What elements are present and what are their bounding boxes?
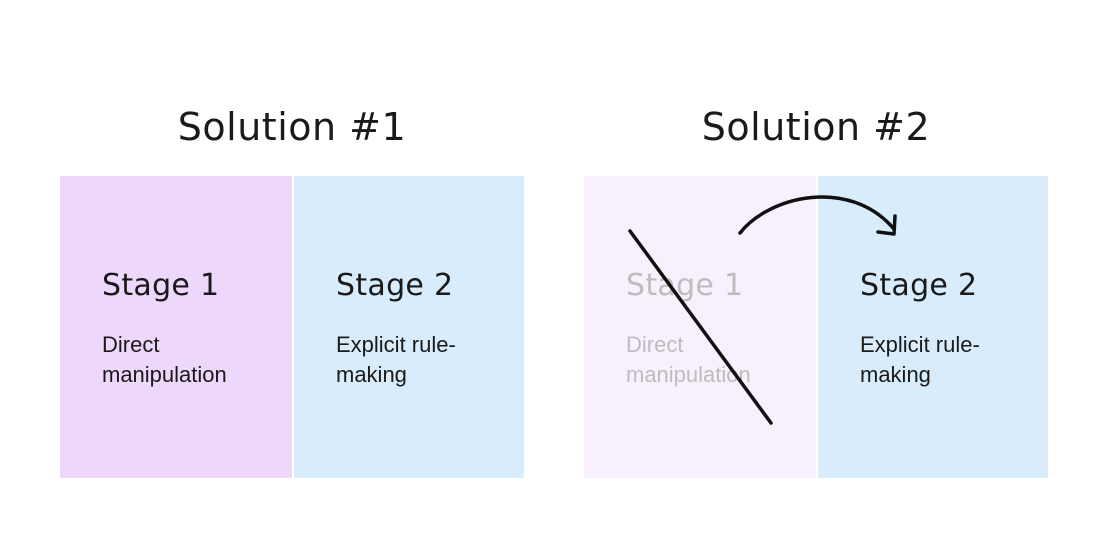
solution-2-stage-2: Stage 2 Explicit rule-making — [816, 176, 1048, 478]
solution-2-stage-1-description: Direct manipulation — [626, 332, 751, 387]
solution-1-stage-1-description: Direct manipulation — [102, 332, 227, 387]
solution-1-panel: Stage 1 Direct manipulation Stage 2 Expl… — [60, 176, 524, 478]
solution-1-stage-2-description: Explicit rule-making — [336, 332, 456, 387]
solution-2-stage-2-description: Explicit rule-making — [860, 332, 980, 387]
solution-2-stage-1: Stage 1 Direct manipulation — [584, 176, 816, 478]
solution-2-panel: Stage 1 Direct manipulation Stage 2 Expl… — [584, 176, 1048, 478]
solution-1-title: Solution #1 — [177, 105, 407, 149]
solution-2-stage-1-title: Stage 1 — [626, 268, 744, 303]
solution-1-stage-1: Stage 1 Direct manipulation — [60, 176, 292, 478]
solution-1-stage-1-title: Stage 1 — [102, 268, 220, 303]
solution-2-stage-2-title: Stage 2 — [860, 268, 978, 303]
solution-1-stage-2: Stage 2 Explicit rule-making — [292, 176, 524, 478]
solution-1-stage-2-title: Stage 2 — [336, 268, 454, 303]
solution-2-title: Solution #2 — [701, 105, 931, 149]
